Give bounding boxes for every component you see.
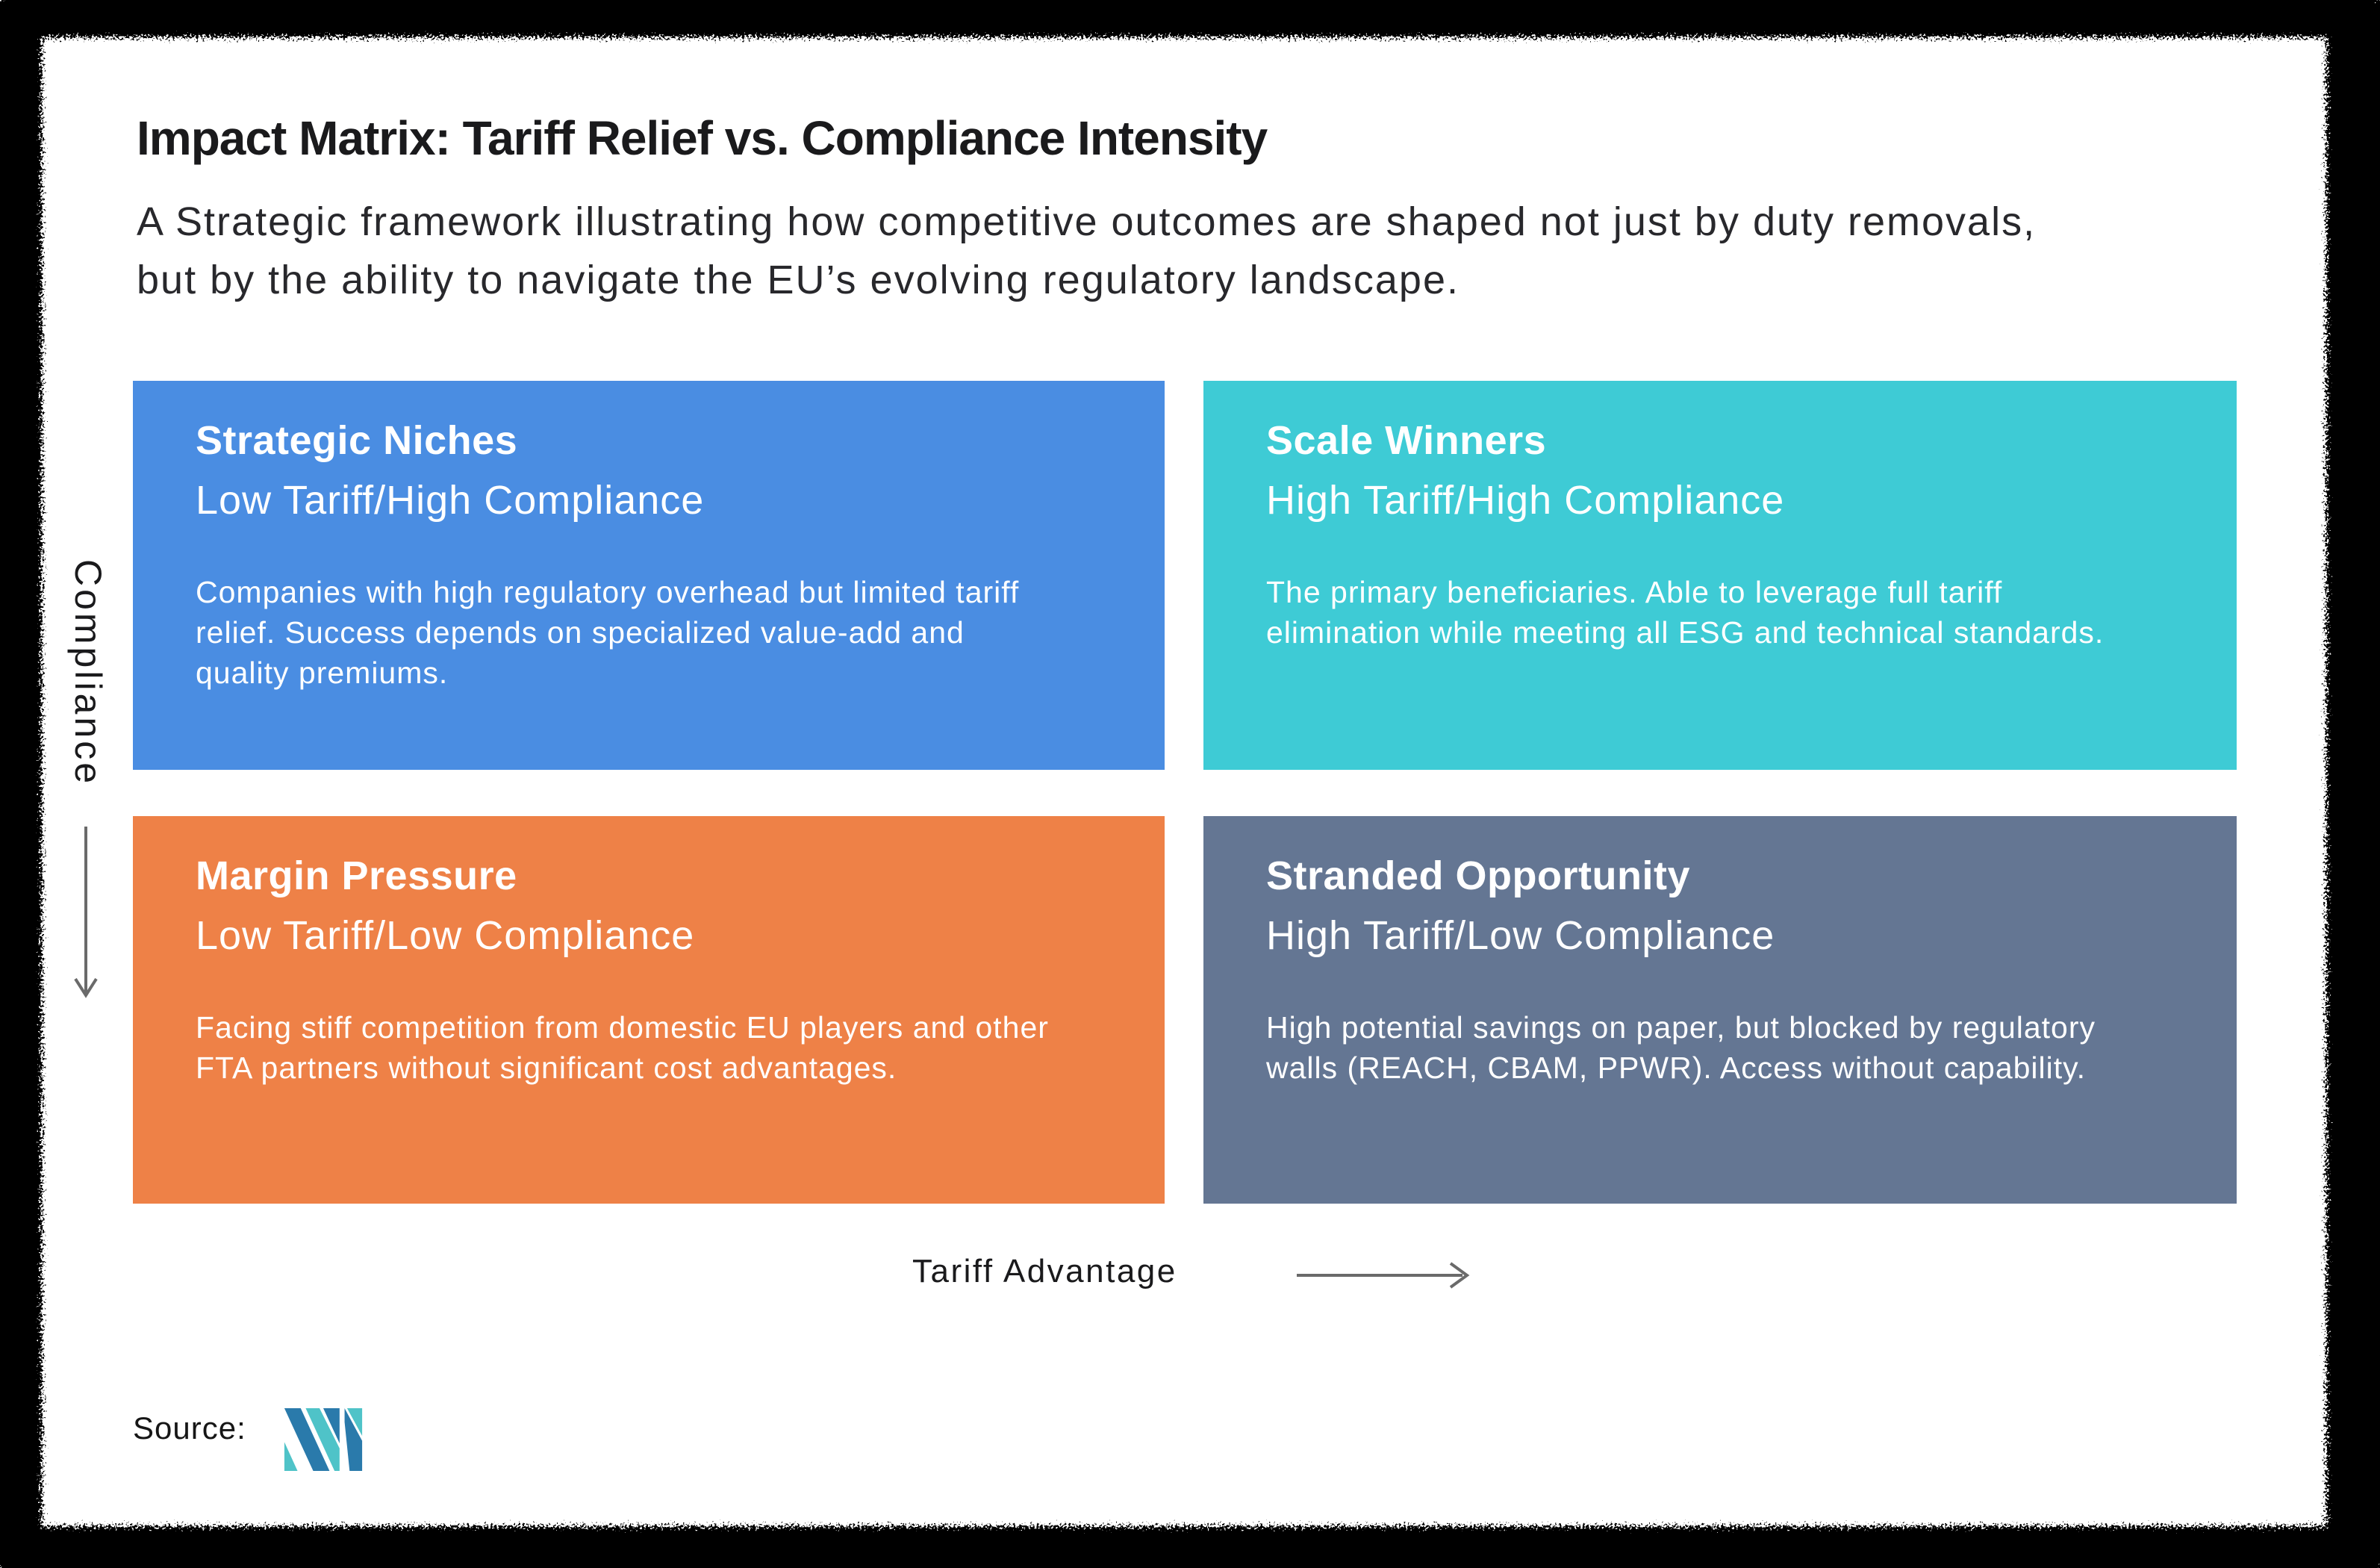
quadrant-description: Facing stiff competition from domestic E…: [196, 1007, 1120, 1088]
x-axis-label: Tariff Advantage: [912, 1253, 1177, 1289]
page-title: Impact Matrix: Tariff Relief vs. Complia…: [137, 111, 1268, 165]
quadrant-title: Stranded Opportunity: [1266, 853, 1690, 898]
quadrant-title: Scale Winners: [1266, 418, 1547, 463]
text-line: walls (REACH, CBAM, PPWR). Access withou…: [1266, 1051, 2086, 1085]
y-axis-label: Compliance: [67, 559, 109, 787]
text-line: but by the ability to navigate the EU’s …: [137, 258, 1460, 302]
quadrant-description: High potential savings on paper, but blo…: [1266, 1007, 2192, 1088]
quadrant-title: Strategic Niches: [196, 418, 518, 463]
text-line: FTA partners without significant cost ad…: [196, 1051, 897, 1085]
text-line: relief. Success depends on specialized v…: [196, 615, 965, 650]
quadrant-title: Margin Pressure: [196, 853, 517, 898]
quadrant-sublabel: High Tariff/High Compliance: [1266, 478, 1785, 523]
right-arrow-icon: [1297, 1262, 1470, 1289]
down-arrow-icon: [74, 827, 98, 998]
text-line: quality premiums.: [196, 656, 449, 690]
quadrant-description: The primary beneficiaries. Able to lever…: [1266, 572, 2192, 653]
impact-matrix-grid: Strategic Niches Low Tariff/High Complia…: [133, 381, 2237, 1204]
quadrant-strategic-niches: Strategic Niches Low Tariff/High Complia…: [133, 381, 1165, 770]
source-row: Source:: [133, 1407, 363, 1471]
quadrant-sublabel: Low Tariff/High Compliance: [196, 478, 705, 523]
page-subtitle: A Strategic framework illustrating how c…: [137, 193, 2036, 309]
text-line: A Strategic framework illustrating how c…: [137, 199, 2037, 244]
text-line: elimination while meeting all ESG and te…: [1266, 615, 2105, 650]
quadrant-description: Companies with high regulatory overhead …: [196, 572, 1120, 693]
text-line: Facing stiff competition from domestic E…: [196, 1010, 1049, 1045]
quadrant-scale-winners: Scale Winners High Tariff/High Complianc…: [1203, 381, 2237, 770]
quadrant-sublabel: Low Tariff/Low Compliance: [196, 913, 695, 958]
mordor-intelligence-logo: [284, 1408, 362, 1471]
quadrant-stranded-opportunity: Stranded Opportunity High Tariff/Low Com…: [1203, 816, 2237, 1204]
text-line: Companies with high regulatory overhead …: [196, 575, 1020, 609]
source-label: Source:: [133, 1410, 246, 1446]
quadrant-sublabel: High Tariff/Low Compliance: [1266, 913, 1775, 958]
text-line: The primary beneficiaries. Able to lever…: [1266, 575, 2003, 609]
text-line: High potential savings on paper, but blo…: [1266, 1010, 2096, 1045]
quadrant-margin-pressure: Margin Pressure Low Tariff/Low Complianc…: [133, 816, 1165, 1204]
